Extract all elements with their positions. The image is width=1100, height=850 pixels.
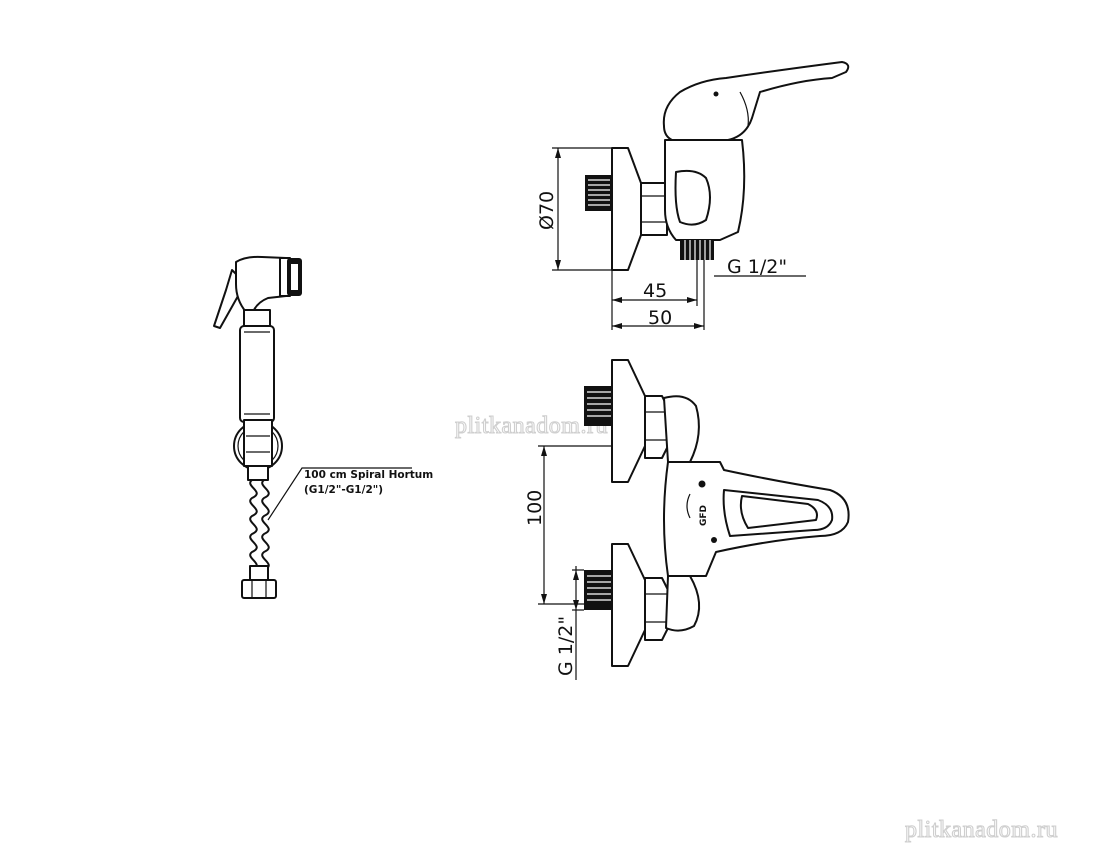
hose-bottom-connector (249, 565, 269, 581)
side-body-recess (674, 169, 711, 226)
dim-depth-45: 45 (643, 280, 667, 302)
front-upper-escutcheon (611, 359, 646, 483)
dim-thread-front: G 1/2" (555, 616, 577, 676)
front-body-upper (663, 395, 700, 463)
shower-head (235, 255, 287, 313)
hose-nut (241, 579, 277, 599)
shower-handle (239, 325, 275, 423)
handle-logo: GFD (699, 505, 709, 526)
watermark-center: plitkanadom.ru (455, 413, 608, 439)
dim-diameter: Ø70 (536, 191, 558, 230)
side-eccentric-nut (640, 182, 668, 236)
shower-neck (243, 309, 271, 327)
hose-connector-top (247, 465, 269, 481)
side-handle (662, 61, 850, 141)
spiral-hose (249, 479, 258, 571)
shower-handle-lower (243, 419, 273, 467)
front-lower-escutcheon (611, 543, 646, 667)
dim-depth-50: 50 (648, 307, 672, 329)
front-lower-thread (584, 570, 614, 610)
dim-spacing-100: 100 (524, 490, 546, 526)
side-escutcheon (611, 147, 642, 271)
hose-note-line1: 100 cm Spiral Hortum (304, 469, 433, 481)
hose-leader-line (267, 467, 412, 521)
hose-note-line2: (G1/2"-G1/2") (304, 484, 383, 496)
front-lower-nut (644, 577, 669, 641)
front-body-lower (665, 575, 701, 632)
dim-thread-side: G 1/2" (727, 256, 787, 278)
front-handle-opening (739, 495, 818, 529)
front-upper-thread (584, 386, 614, 426)
hand-shower (213, 255, 412, 599)
mixer-front-view: GFD (538, 359, 850, 680)
nozzle-inner (291, 264, 298, 290)
watermark-corner: plitkanadom.ru (905, 817, 1058, 843)
mixer-side-view (552, 61, 850, 330)
